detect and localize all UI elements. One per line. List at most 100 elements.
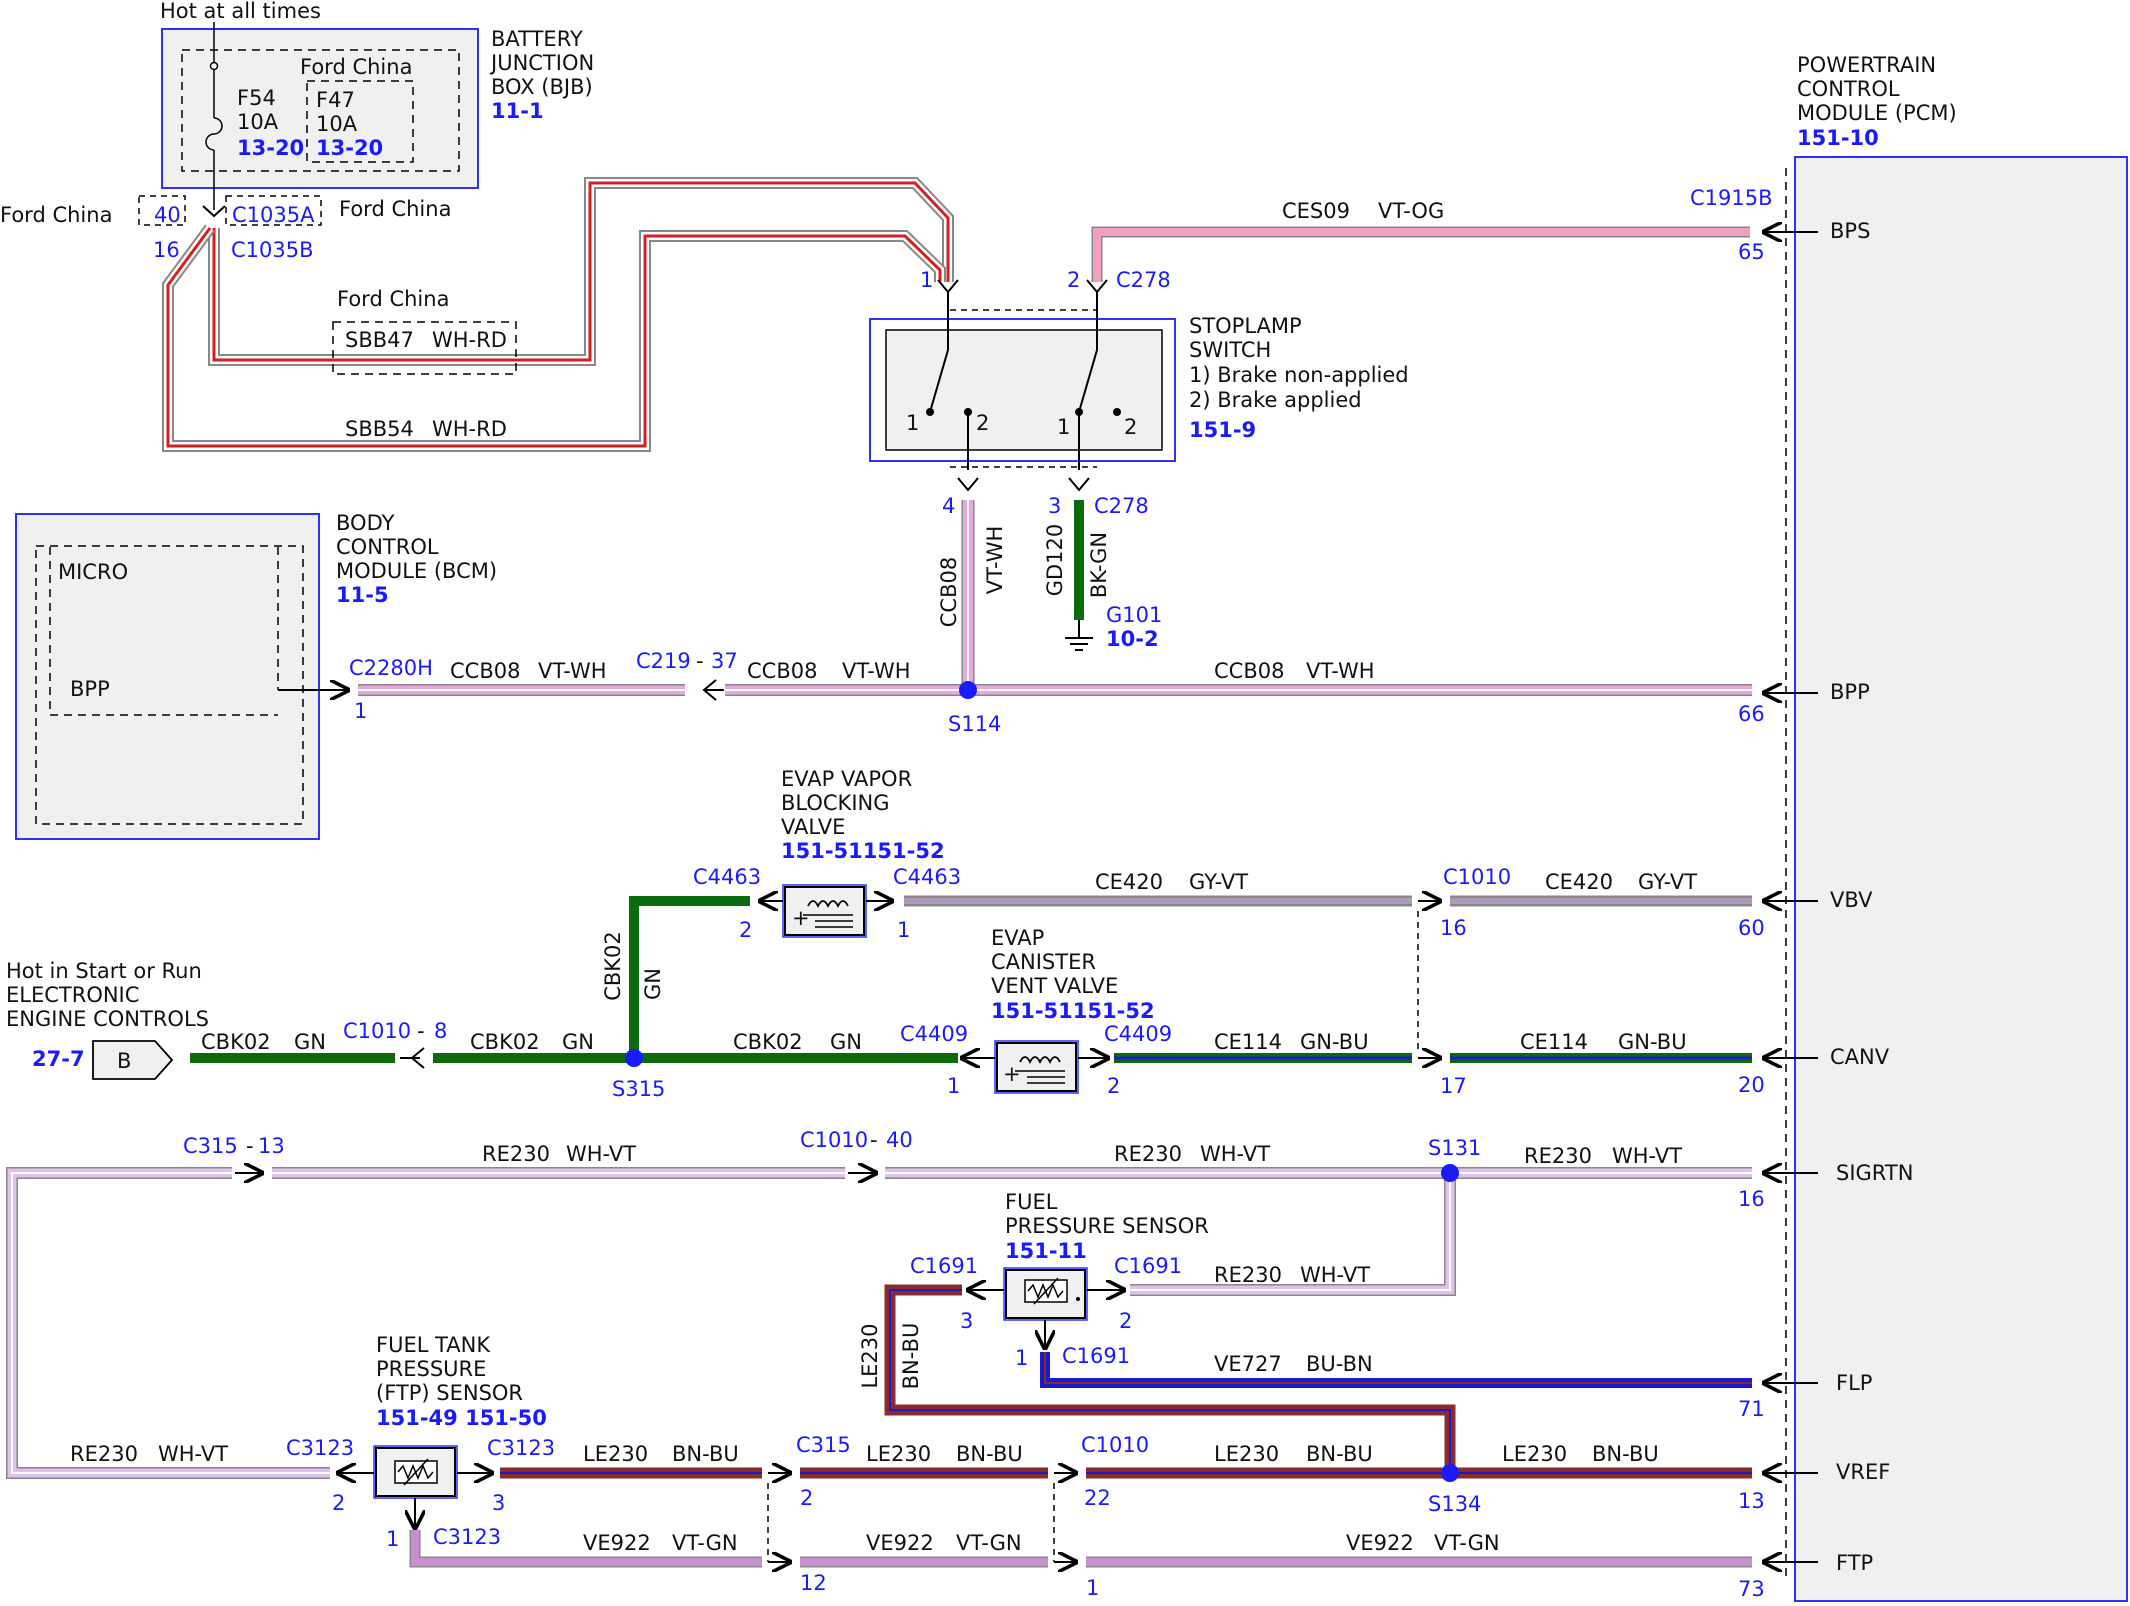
wire-gd120: GD120 BK-GN G101 10-2	[1043, 500, 1162, 651]
pcm-pin-20: 20	[1738, 1073, 1765, 1097]
powertrain-control-module: POWERTRAIN CONTROL MODULE (PCM) 151-10 C…	[1690, 53, 2128, 1602]
splice-s114[interactable]: S114	[948, 712, 1001, 736]
splice-s315[interactable]: S315	[612, 1077, 665, 1101]
wire-re230-sigrtn-row: C315 - 13 RE230 WH-VT C1010 - 40 RE230 W…	[6, 1128, 1752, 1479]
evap-vbv-ref[interactable]: 151-51151-52	[781, 839, 945, 863]
ce114-seg1-color: GN-BU	[1300, 1030, 1369, 1054]
connector-c1035b[interactable]: C1035B	[231, 238, 314, 262]
pcm-title-line-1: POWERTRAIN	[1797, 53, 1936, 77]
evap-canister-vent-valve: EVAP CANISTER VENT VALVE 151-51151-52 + …	[900, 926, 1172, 1098]
pcm-ref[interactable]: 151-10	[1797, 126, 1879, 150]
ground-g101[interactable]: G101	[1106, 603, 1162, 627]
ftp-ref[interactable]: 151-49 151-50	[376, 1406, 547, 1430]
wire-ces09: CES09 VT-OG	[1091, 199, 1750, 282]
sbb54-color: WH-RD	[432, 417, 507, 441]
ce420-seg1-circuit: CE420	[1095, 870, 1163, 894]
fuse-f54-name: F54	[237, 86, 276, 110]
connector-c1915b[interactable]: C1915B	[1690, 186, 1773, 210]
cbk02-vertical-circuit: CBK02	[601, 931, 625, 1001]
connector-c4463-right[interactable]: C4463	[893, 865, 961, 889]
connector-c315-vref[interactable]: C315	[796, 1433, 851, 1457]
c219-pin: 37	[711, 649, 738, 673]
ftp-title-line-3: (FTP) SENSOR	[376, 1381, 523, 1405]
sbb54-circuit: SBB54	[345, 417, 414, 441]
evap-cvv-ref[interactable]: 151-51151-52	[991, 999, 1155, 1023]
c315-pin-13: 13	[258, 1134, 285, 1158]
gd120-color: BK-GN	[1087, 532, 1111, 598]
fps-title-line-1: FUEL	[1005, 1190, 1058, 1214]
ftp-seg1-color: VT-GN	[672, 1531, 738, 1555]
c219-dash: -	[696, 649, 704, 673]
connector-c4463-left[interactable]: C4463	[693, 865, 761, 889]
ftp-seg1-circuit: VE922	[583, 1531, 651, 1555]
c1010-dash-canv: -	[417, 1019, 425, 1043]
wire-ce114: CE114 GN-BU 17 CE114 GN-BU	[1114, 1030, 1752, 1098]
canv-seg3-color: GN	[830, 1030, 862, 1054]
re230-seg1-circuit: RE230	[482, 1142, 550, 1166]
bjb-right-ford-china-label: Ford China	[339, 197, 451, 221]
vref-seg2-circuit: LE230	[866, 1442, 931, 1466]
sbb47-color: WH-RD	[432, 328, 507, 352]
connector-c2280h[interactable]: C2280H	[349, 656, 433, 680]
connector-c3123-left[interactable]: C3123	[286, 1436, 354, 1460]
connector-c1035a[interactable]: C1035A	[232, 203, 315, 227]
wire-ccb08-vertical: CCB08 VT-WH	[937, 500, 1007, 690]
connector-c3123-bottom[interactable]: C3123	[433, 1525, 501, 1549]
fuse-f47-ref[interactable]: 13-20	[316, 136, 383, 160]
evap-vbv-pin-1: 1	[897, 918, 910, 942]
connector-c1010-sigrtn[interactable]: C1010	[800, 1128, 868, 1152]
bjb-ref[interactable]: 11-1	[491, 99, 544, 123]
c1010-pin-17: 17	[1440, 1074, 1467, 1098]
stoplamp-ref[interactable]: 151-9	[1189, 418, 1256, 442]
pcm-signal-ftp: FTP	[1836, 1551, 1873, 1575]
ce114-seg2-circuit: CE114	[1520, 1030, 1588, 1054]
le230-vertical-color: BN-BU	[899, 1323, 923, 1390]
pcm-signal-canv: CANV	[1830, 1045, 1890, 1069]
connector-c278-bottom[interactable]: C278	[1094, 494, 1149, 518]
connector-c1691-right[interactable]: C1691	[1114, 1254, 1182, 1278]
fps-title-line-2: PRESSURE SENSOR	[1005, 1214, 1209, 1238]
fps-ref[interactable]: 151-11	[1005, 1239, 1087, 1263]
wire-ve727: VE727 BU-BN	[1040, 1352, 1752, 1388]
eec-terminal-b[interactable]: B	[117, 1049, 131, 1073]
bpp-seg3-circuit: CCB08	[1214, 659, 1284, 683]
stoplamp-sw2-left: 2	[976, 411, 989, 435]
bcm-title-line-1: BODY	[336, 511, 395, 535]
splice-s134[interactable]: S134	[1428, 1492, 1481, 1516]
connector-c1010-vbv[interactable]: C1010	[1443, 865, 1511, 889]
vref-seg2-color: BN-BU	[956, 1442, 1023, 1466]
connector-c4409-left[interactable]: C4409	[900, 1022, 968, 1046]
connector-c1010-vref[interactable]: C1010	[1081, 1433, 1149, 1457]
connector-c278-top[interactable]: C278	[1116, 268, 1171, 292]
connector-c315-sigrtn[interactable]: C315	[183, 1134, 238, 1158]
connector-c3123-right[interactable]: C3123	[487, 1436, 555, 1460]
pcm-pin-73: 73	[1738, 1577, 1765, 1601]
fuse-f54-ref[interactable]: 13-20	[237, 136, 304, 160]
eec-ref[interactable]: 27-7	[32, 1047, 85, 1071]
evap-vbv-title-line-1: EVAP VAPOR	[781, 767, 912, 791]
connector-c1010-canv[interactable]: C1010	[343, 1019, 411, 1043]
fps-pin-2: 2	[1119, 1309, 1132, 1333]
evap-cvv-title-line-3: VENT VALVE	[991, 974, 1118, 998]
evap-vbv-pin-2: 2	[739, 918, 752, 942]
bcm-ref[interactable]: 11-5	[336, 583, 389, 607]
wire-ce420: CE420 GY-VT C1010 16 CE420 GY-VT	[904, 865, 1752, 1050]
bcm-micro-label: MICRO	[58, 560, 128, 584]
connector-c219[interactable]: C219	[636, 649, 691, 673]
pcm-pin-labels: BPS 65 BPP 66 VBV 60 CANV 20 SIGRTN 16 F…	[1738, 219, 1913, 1601]
ce114-seg1-circuit: CE114	[1214, 1030, 1282, 1054]
ftp-title-line-2: PRESSURE	[376, 1357, 486, 1381]
bpp-seg2-color: VT-WH	[842, 659, 911, 683]
evap-vapor-blocking-valve: EVAP VAPOR BLOCKING VALVE 151-51151-52 +…	[693, 767, 961, 942]
ftp-left-re230-color: WH-VT	[158, 1442, 228, 1466]
c1010-pin-16: 16	[1440, 916, 1467, 940]
bjb-title-line-2: JUNCTION	[489, 51, 594, 75]
splice-s131[interactable]: S131	[1428, 1136, 1481, 1160]
connector-c1691-left[interactable]: C1691	[910, 1254, 978, 1278]
connector-c4409-right[interactable]: C4409	[1104, 1022, 1172, 1046]
re230-seg1-color: WH-VT	[566, 1142, 636, 1166]
connector-c1691-bottom[interactable]: C1691	[1062, 1344, 1130, 1368]
ground-ref[interactable]: 10-2	[1106, 627, 1159, 651]
pcm-signal-bpp: BPP	[1830, 680, 1870, 704]
pcm-title-line-3: MODULE (PCM)	[1797, 101, 1957, 125]
